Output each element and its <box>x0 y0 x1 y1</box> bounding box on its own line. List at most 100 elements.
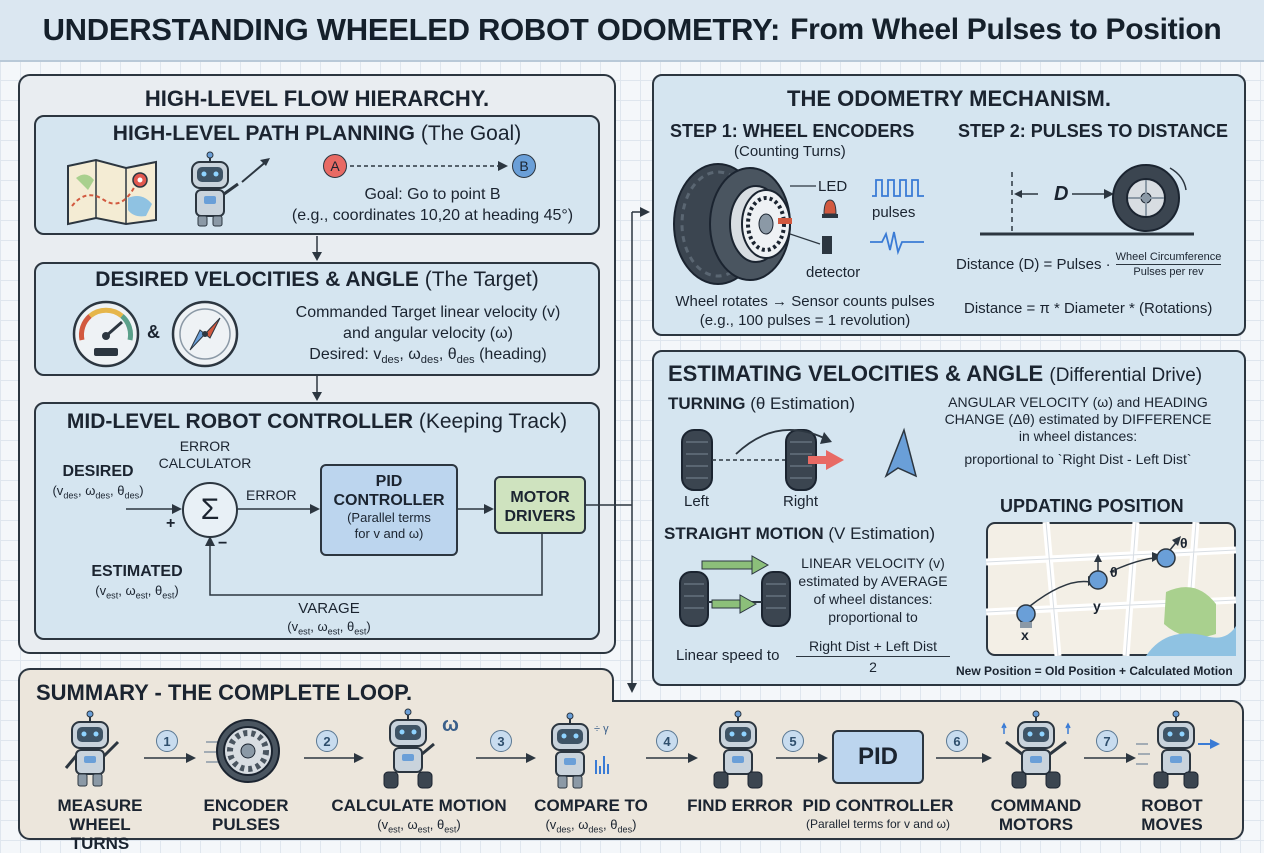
step-label-compare: COMPARE TO (vdes, ωdes, θdes) <box>526 796 656 840</box>
step1-note: Wheel rotates → Sensor counts pulses (e.… <box>660 292 950 330</box>
robot-moving-icon <box>1136 710 1220 789</box>
d-label: D <box>1054 183 1069 205</box>
calculate-l1: CALCULATE MOTION <box>331 796 507 815</box>
dv-w: ω <box>85 483 96 498</box>
va-sub-1: est <box>298 626 311 637</box>
desired-heading-label: (heading) <box>474 346 547 363</box>
controller-heading: MID-LEVEL ROBOT CONTROLLER <box>66 410 414 433</box>
calc-sub-1: est <box>388 824 401 835</box>
va-sub-2: est <box>327 626 340 637</box>
calc-v: (v <box>377 817 389 832</box>
sigma-summer: Σ <box>182 482 238 538</box>
map-icon <box>67 158 157 226</box>
desired-omega: , ω <box>399 346 421 363</box>
formula-2: Distance = π * Diameter * (Rotations) <box>964 300 1213 317</box>
pid-l1: PID CONTROLLER <box>802 796 954 815</box>
angular-line-3: in wheel distances: <box>1018 428 1138 444</box>
desired-input-label: DESIRED (vdes, ωdes, θdes) <box>38 462 158 506</box>
pid-title-1: PID <box>375 473 403 490</box>
coords-line: (e.g., coordinates 10,20 at heading 45°) <box>291 207 574 224</box>
title-main: UNDERSTANDING WHEELED ROBOT ODOMETRY: <box>42 12 781 47</box>
pulses-label: pulses <box>872 204 916 221</box>
comp-sub-1: des <box>556 824 571 835</box>
des-sub-1: des <box>381 354 400 367</box>
error-calc-line-1: ERROR <box>179 438 231 454</box>
estimating-heading: ESTIMATING VELOCITIES & ANGLE <box>668 361 1044 386</box>
pid-sub-2: for v and ω) <box>354 526 424 541</box>
dv-open: (v <box>52 483 64 498</box>
desired-line-3: Desired: vdes, ωdes, θdes (heading) <box>258 344 598 371</box>
signal-wave-icon <box>870 231 924 256</box>
straight-wheels-icon <box>679 555 791 627</box>
led-label: LED <box>818 178 848 195</box>
step-label-measure: MEASURE WHEEL TURNS <box>40 796 160 853</box>
ev-w: ω <box>125 583 136 598</box>
desired-line-2: and angular velocity (ω) <box>343 325 513 342</box>
point-b-label: B <box>519 158 529 174</box>
plus-sign: + <box>166 515 176 532</box>
summary-pid-box: PID <box>832 730 924 784</box>
estimated-feedback-label: ESTIMATED (vest, ωest, θest) <box>72 562 202 606</box>
point-b-marker: B <box>512 154 536 178</box>
pid-title-2: CONTROLLER <box>333 492 445 509</box>
desired-v: Desired: v <box>309 346 382 363</box>
step-label-calculate: CALCULATE MOTION (vest, ωest, θest) <box>326 796 512 840</box>
desired-paren: (The Target) <box>424 268 539 291</box>
des-sub-2: des <box>420 354 439 367</box>
sigma-symbol: Σ <box>200 493 220 526</box>
distance-diagram <box>980 164 1194 236</box>
step-number-1: 1 <box>156 730 178 752</box>
formula-denominator: Pulses per rev <box>1133 266 1204 278</box>
detector-icon <box>790 233 832 254</box>
speedometer-icon <box>72 300 140 368</box>
ev-sub-2: est <box>135 590 148 601</box>
turning-title: TURNING (θ Estimation) <box>668 394 855 414</box>
step-number-5: 5 <box>782 730 804 752</box>
angular-line-4: proportional to `Right Dist - Left Dist` <box>964 451 1192 467</box>
comp-sub-3: des <box>617 824 633 835</box>
title-sub: From Wheel Pulses to Position <box>790 13 1222 46</box>
varage-heading: VARAGE <box>298 600 360 617</box>
formula-numerator: Wheel Circumference <box>1115 251 1222 265</box>
dv-sub-2: des <box>95 490 111 501</box>
va-w: ω <box>317 619 328 634</box>
linear-line-4: proportional to <box>828 609 918 625</box>
moves-l1: ROBOT <box>1141 796 1203 815</box>
estimated-vars: (vest, ωest, θest) <box>95 583 179 601</box>
step-label-pid: PID CONTROLLER (Parallel terms for v and… <box>792 796 964 834</box>
step-label-moves: ROBOT MOVES <box>1122 796 1222 834</box>
estimating-paren: (Differential Drive) <box>1049 365 1203 386</box>
step1-note-line-1: Wheel rotates → Sensor counts pulses <box>675 293 935 310</box>
robot-wave-icon <box>64 710 120 787</box>
step-label-find-error: FIND ERROR <box>680 796 800 815</box>
path-planning-heading: HIGH-LEVEL PATH PLANNING <box>112 122 415 145</box>
left-wheel-label: Left <box>684 493 710 510</box>
formula-lhs: Distance (D) = Pulses · <box>956 256 1111 273</box>
summary-pid-label: PID <box>857 743 898 770</box>
estimated-heading: ESTIMATED <box>91 563 183 580</box>
error-calc-line-2: CALCULATOR <box>158 455 252 471</box>
desired-text: Commanded Target linear velocity (v) and… <box>258 302 598 371</box>
ev-sub-1: est <box>106 590 119 601</box>
minus-sign: − <box>218 535 228 552</box>
map-y-label: y <box>1093 598 1101 614</box>
command-l2: MOTORS <box>998 815 1074 834</box>
omega-mark: ω <box>442 714 459 736</box>
path-planning-paren: (The Goal) <box>420 122 522 145</box>
linear-line-3: of wheel distances: <box>813 591 933 607</box>
des-sub-3: des <box>456 354 475 367</box>
map-theta-2-label: θ <box>1180 535 1188 551</box>
angular-line-1: ANGULAR VELOCITY (ω) and HEADING <box>948 394 1208 410</box>
encoder-disc-icon <box>204 719 280 783</box>
varage-vars: (vest, ωest, θest) <box>287 619 371 637</box>
step1-note-line-2: (e.g., 100 pulses = 1 revolution) <box>699 312 911 329</box>
desired-line-1: Commanded Target linear velocity (v) <box>295 304 561 321</box>
desired-heading: DESIRED VELOCITIES & ANGLE <box>95 268 419 291</box>
controller-paren: (Keeping Track) <box>418 410 568 433</box>
step-number-6: 6 <box>946 730 968 752</box>
ev-v: v <box>99 583 107 598</box>
dv-sub-1: des <box>63 490 78 501</box>
comp-sub-2: des <box>588 824 604 835</box>
pid-controller-box: PID CONTROLLER (Parallel terms for v and… <box>320 464 458 556</box>
straight-heading: STRAIGHT MOTION <box>664 524 824 543</box>
